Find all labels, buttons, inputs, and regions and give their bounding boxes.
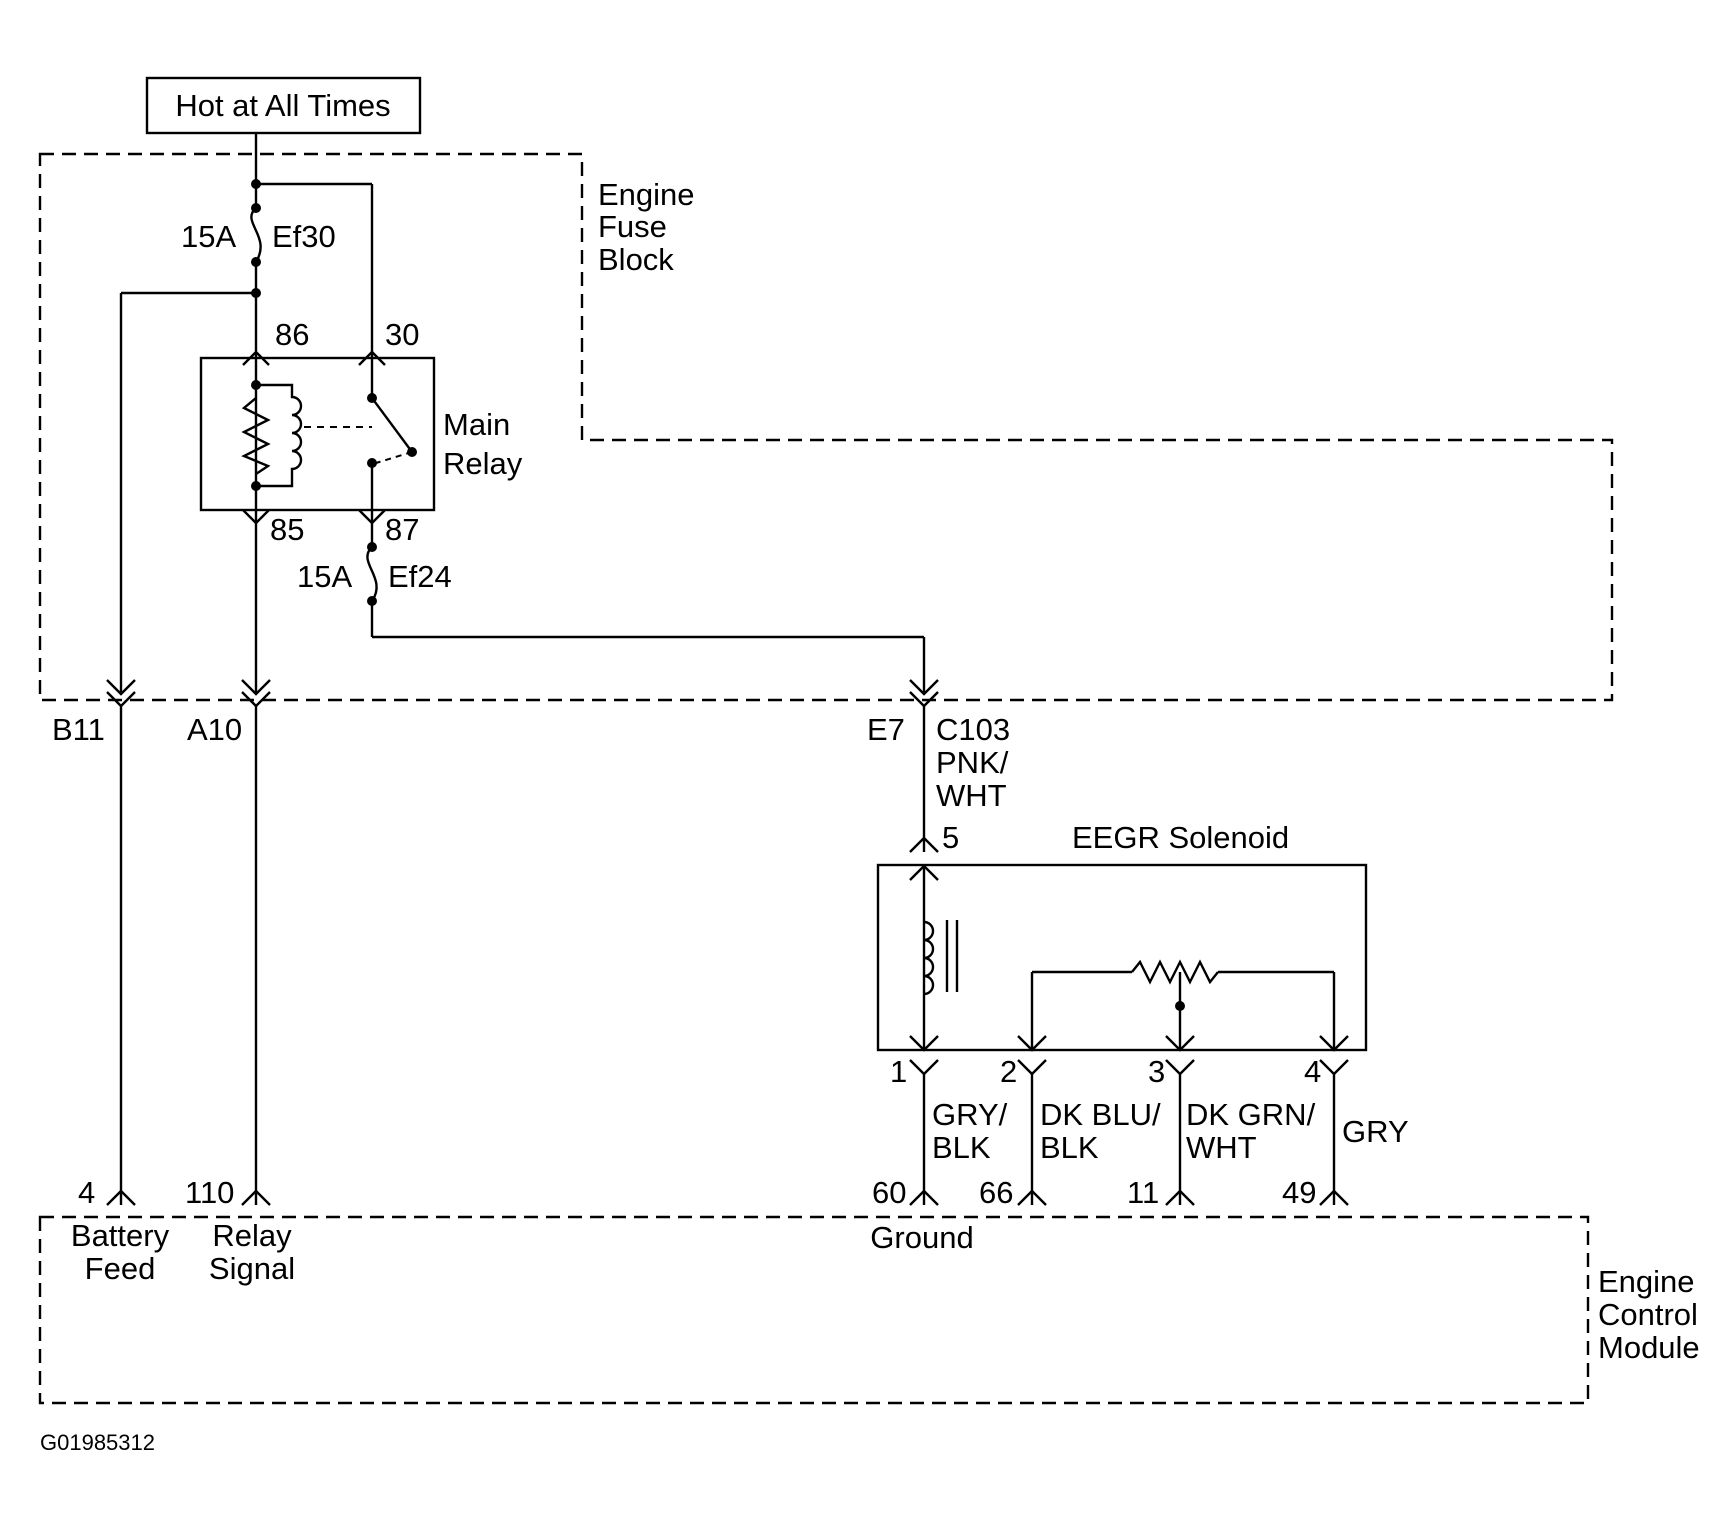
main-relay-box (199, 356, 436, 512)
relay-coil-icon (256, 383, 303, 488)
pin-a10: A10 (187, 712, 242, 747)
eegr-solenoid: EEGR Solenoid (876, 820, 1368, 1052)
solenoid-top-pin: 5 (942, 820, 959, 855)
ecm-pin-60: 60 (872, 1175, 906, 1210)
wire-color-dkgrn-wht-2: WHT (1186, 1130, 1257, 1165)
ecm-battery-feed-line1: Battery (71, 1218, 170, 1253)
wire-color-wht: WHT (936, 778, 1007, 813)
ecm-label-line2: Control (1598, 1297, 1698, 1332)
power-source-box (145, 76, 422, 135)
wire-color-dkblu-blk-2: BLK (1040, 1130, 1099, 1165)
relay-terminal-30: 30 (385, 317, 419, 352)
engine-fuse-block-outline (38, 152, 1614, 702)
ef24-output-wiring (370, 601, 939, 708)
fuse-ef30-rating: 15A (181, 219, 236, 254)
ecm-pin-110: 110 (185, 1175, 234, 1210)
relay-terminal-87: 87 (385, 512, 419, 547)
ecm-pin-66: 66 (979, 1175, 1013, 1210)
fuse-ef30-name: Ef30 (272, 219, 336, 254)
wire-color-gry: GRY (1342, 1114, 1409, 1149)
ecm-relay-signal-line1: Relay (212, 1218, 292, 1253)
solenoid-pin-2: 2 (1000, 1054, 1017, 1089)
relay-85-wiring (241, 523, 271, 708)
solenoid-connectors: 1 2 3 4 (890, 1054, 1349, 1089)
power-source-label: Hot at All Times (175, 88, 390, 123)
relay-terminal-85: 85 (270, 512, 304, 547)
figure-id: G01985312 (40, 1430, 155, 1455)
wire-color-dkgrn-wht-1: DK GRN/ (1186, 1097, 1316, 1132)
ecm-relay-signal-line2: Signal (209, 1251, 295, 1286)
ecm-label-line3: Module (1598, 1330, 1700, 1365)
a10-to-ecm-wire (241, 706, 271, 1206)
e7-to-solenoid-wire: 5 (909, 706, 959, 855)
ef30-output-wiring (106, 262, 261, 708)
wire-color-gry-blk-1: GRY/ (932, 1097, 1008, 1132)
fuse-ef30: 15A Ef30 (181, 203, 336, 267)
fuse-ef24: 15A Ef24 (297, 523, 452, 606)
pin-e7: E7 (867, 712, 905, 747)
engine-control-module-outline (38, 1215, 1590, 1405)
relay-terminal-86: 86 (275, 317, 309, 352)
pin-b11: B11 (52, 712, 105, 747)
fuse-block-label-line2: Fuse (598, 209, 667, 244)
b11-to-ecm-wire (106, 706, 136, 1206)
wire-color-pnk: PNK/ (936, 745, 1009, 780)
ecm-pin-49: 49 (1282, 1175, 1316, 1210)
solenoid-pin-1: 1 (890, 1054, 907, 1089)
fuse-block-label-line1: Engine (598, 177, 695, 212)
relay-switch-contact (371, 397, 413, 453)
solenoid-potentiometer-icon (1131, 959, 1219, 985)
supply-wiring (251, 133, 374, 355)
fuse-ef24-name: Ef24 (388, 559, 452, 594)
ecm-ground-label: Ground (870, 1220, 973, 1255)
fuse-block-label-line3: Block (598, 242, 674, 277)
solenoid-to-ecm-wires (909, 1074, 1349, 1206)
connector-c103: C103 (936, 712, 1010, 747)
wire-color-gry-blk-2: BLK (932, 1130, 991, 1165)
ecm-pin-11: 11 (1127, 1175, 1159, 1210)
ecm-battery-feed-line2: Feed (85, 1251, 156, 1286)
solenoid-pin-4: 4 (1304, 1054, 1321, 1089)
wire-color-dkblu-blk-1: DK BLU/ (1040, 1097, 1161, 1132)
main-relay-label-line2: Relay (443, 446, 523, 481)
solenoid-label: EEGR Solenoid (1072, 820, 1289, 855)
ecm-pin-4: 4 (78, 1175, 95, 1210)
main-relay: 86 30 85 87 Main Relay (199, 317, 523, 547)
solenoid-pin-3: 3 (1148, 1054, 1165, 1089)
ecm-label-line1: Engine (1598, 1264, 1695, 1299)
fuse-ef24-rating: 15A (297, 559, 352, 594)
relay-coil-resistor-icon (241, 397, 271, 475)
solenoid-box (876, 863, 1368, 1052)
solenoid-coil-icon (923, 920, 935, 996)
main-relay-label-line1: Main (443, 407, 510, 442)
